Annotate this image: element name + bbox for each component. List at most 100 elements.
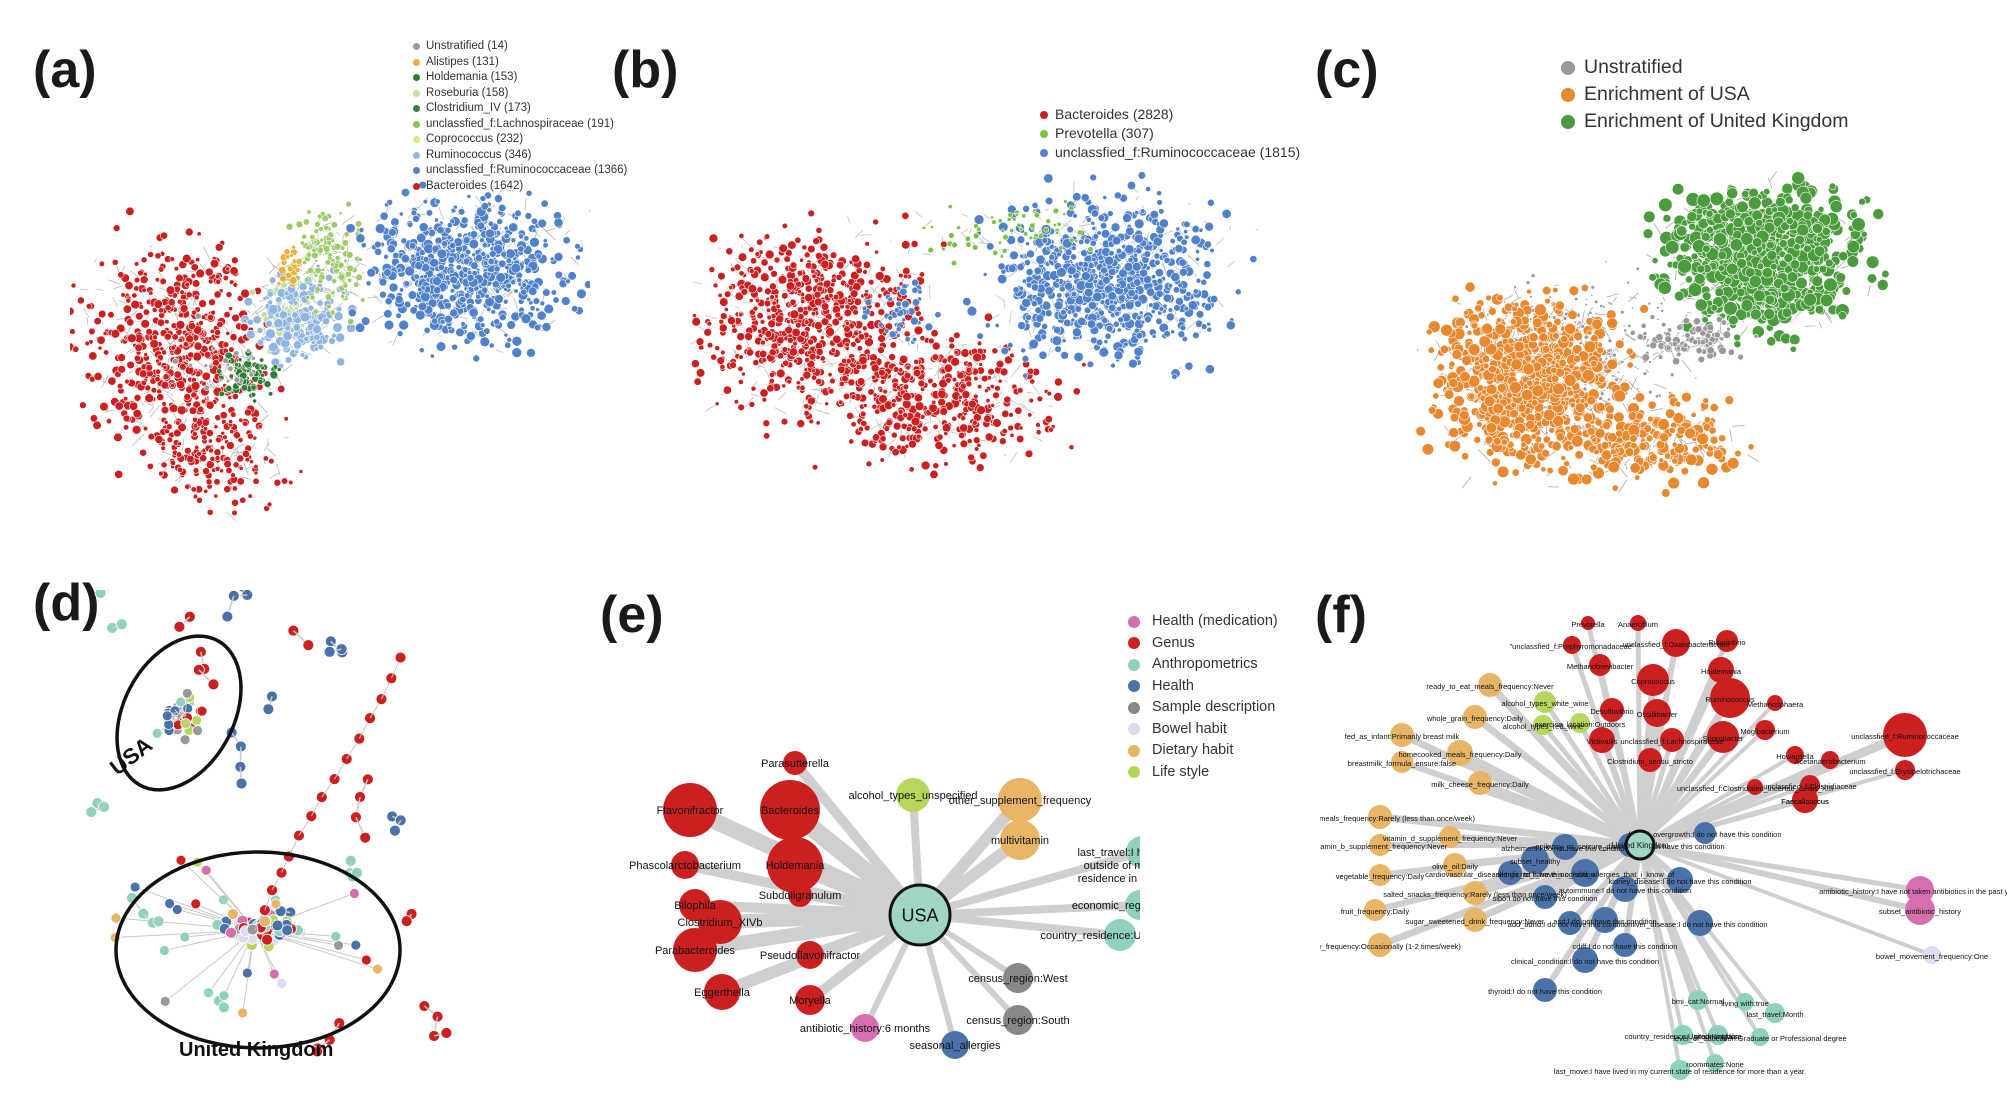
network-node bbox=[528, 286, 538, 296]
network-node bbox=[1024, 259, 1031, 267]
network-node bbox=[757, 328, 763, 334]
network-node bbox=[1558, 358, 1567, 368]
network-node bbox=[1125, 300, 1135, 311]
network-node bbox=[248, 288, 256, 296]
network-node bbox=[330, 221, 338, 229]
network-node bbox=[1560, 400, 1567, 406]
network-node bbox=[1624, 379, 1628, 382]
network-node bbox=[1063, 318, 1072, 327]
network-node bbox=[1590, 294, 1594, 297]
network-node bbox=[77, 296, 85, 305]
network-node bbox=[233, 368, 237, 373]
network-node bbox=[192, 467, 200, 474]
network-node bbox=[571, 305, 579, 313]
network-node bbox=[214, 455, 221, 461]
network-node bbox=[1427, 346, 1435, 354]
network-node bbox=[737, 403, 745, 412]
network-node bbox=[1658, 457, 1665, 464]
network-node bbox=[438, 264, 445, 271]
network-node bbox=[831, 317, 840, 327]
network-node bbox=[240, 288, 250, 299]
network-node bbox=[904, 336, 911, 343]
network-node bbox=[125, 297, 132, 304]
network-node bbox=[730, 266, 736, 273]
network-node bbox=[1542, 285, 1552, 296]
network-node bbox=[584, 280, 590, 289]
network-node bbox=[1627, 424, 1641, 437]
network-node bbox=[225, 291, 233, 298]
network-node bbox=[1089, 173, 1097, 182]
network-node bbox=[901, 211, 910, 220]
network-node bbox=[759, 319, 766, 325]
network-node bbox=[163, 419, 169, 425]
network-node bbox=[420, 291, 431, 302]
network-node bbox=[1000, 346, 1009, 356]
network-node bbox=[251, 355, 256, 361]
network-node bbox=[242, 318, 247, 323]
network-node bbox=[748, 268, 755, 275]
network-node bbox=[1035, 422, 1041, 428]
network-node bbox=[314, 267, 322, 274]
network-node bbox=[1684, 427, 1696, 440]
network-node bbox=[733, 399, 739, 405]
network-node bbox=[305, 251, 312, 258]
network-node bbox=[1512, 430, 1522, 440]
network-node bbox=[494, 294, 504, 304]
network-node bbox=[449, 275, 458, 285]
network-node bbox=[1052, 207, 1060, 215]
network-node bbox=[797, 347, 806, 356]
network-node bbox=[268, 391, 274, 397]
network-node bbox=[280, 477, 289, 485]
network-node bbox=[893, 307, 900, 313]
network-node bbox=[929, 469, 939, 480]
legend-swatch bbox=[413, 151, 420, 159]
network-node bbox=[1023, 231, 1029, 237]
network-node bbox=[992, 418, 1002, 428]
network-node bbox=[1607, 352, 1612, 356]
network-node bbox=[1162, 293, 1172, 303]
network-node bbox=[429, 353, 435, 359]
network-node bbox=[878, 388, 884, 393]
network-node bbox=[388, 282, 399, 293]
network-node bbox=[526, 348, 536, 358]
network-node bbox=[1015, 212, 1019, 217]
network-node bbox=[1200, 278, 1208, 286]
network-node bbox=[830, 282, 836, 288]
network-node bbox=[177, 441, 182, 447]
network-node bbox=[1072, 312, 1079, 319]
network-node bbox=[841, 358, 848, 364]
network-node bbox=[922, 225, 926, 230]
network-node bbox=[133, 354, 141, 362]
network-node bbox=[1146, 287, 1156, 297]
network-node bbox=[1607, 397, 1611, 402]
network-node bbox=[396, 330, 404, 337]
network-node bbox=[472, 354, 481, 363]
network-node bbox=[1105, 324, 1114, 333]
network-node bbox=[1680, 467, 1689, 476]
network-node bbox=[1249, 255, 1258, 264]
network-node bbox=[257, 378, 264, 385]
network-node bbox=[99, 401, 109, 412]
network-node bbox=[127, 333, 137, 343]
network-node bbox=[1125, 226, 1135, 236]
network-node bbox=[1586, 329, 1593, 336]
network-node bbox=[285, 222, 294, 231]
network-node bbox=[313, 239, 318, 245]
legend-swatch bbox=[413, 167, 420, 175]
network-node bbox=[908, 439, 917, 449]
network-node bbox=[1513, 301, 1520, 308]
network-node bbox=[260, 372, 265, 378]
network-node bbox=[864, 337, 874, 347]
network-node bbox=[449, 242, 457, 250]
network-node bbox=[98, 260, 105, 267]
network-node bbox=[1100, 229, 1111, 239]
legend-swatch bbox=[413, 136, 420, 144]
network-node bbox=[279, 310, 288, 320]
network-node bbox=[268, 304, 279, 315]
network-node bbox=[976, 405, 986, 415]
network-node bbox=[1101, 317, 1109, 324]
network-node bbox=[803, 319, 810, 325]
network-node bbox=[1148, 302, 1154, 308]
network-node bbox=[347, 318, 355, 326]
network-node bbox=[911, 298, 920, 307]
